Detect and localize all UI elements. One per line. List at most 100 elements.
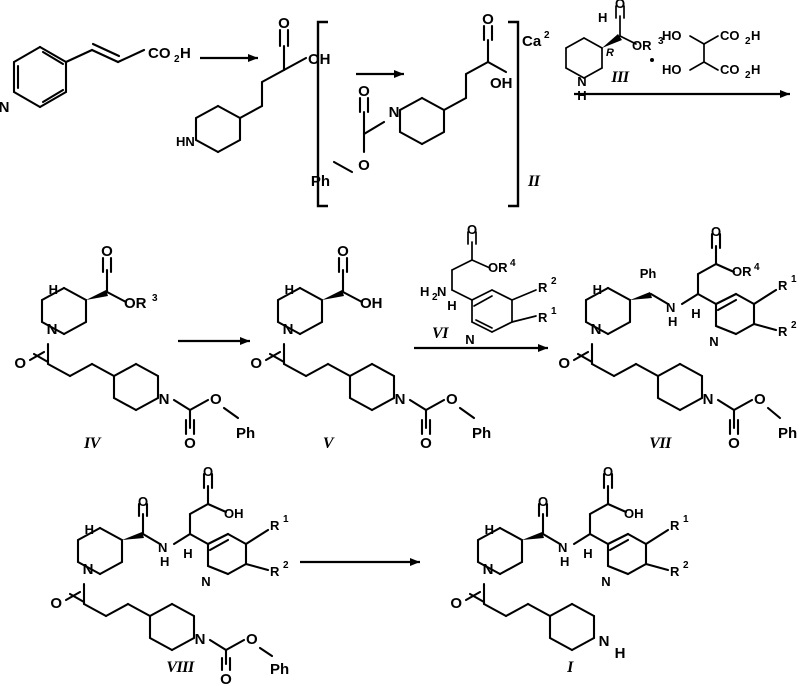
atom-label-H-tartrate-bot: H [751, 62, 760, 77]
atom-label-R1-VIII: R [270, 518, 280, 533]
atom-label-OR3-IV: OR [124, 295, 147, 312]
atom-sup-2-VIII: 2 [283, 560, 289, 571]
atom-label-O-ester-VII: O [711, 224, 721, 239]
atom-label-OR4-VI: OR [488, 260, 508, 275]
reaction-arrow-2 [356, 70, 404, 78]
atom-label-H-piperidine-I: H [615, 645, 626, 662]
atom-sup-2-VII: 2 [791, 320, 797, 331]
atom-sup-1-VII: 1 [791, 274, 797, 285]
atom-label-N-upper-IV: N [47, 321, 58, 338]
atom-sub-2-tartrate-top: 2 [745, 36, 751, 47]
atom-label-Ca-charge: 2 [544, 30, 550, 41]
atom-label-R2-I: R [670, 564, 680, 579]
atom-label-H-stereo-III: H [598, 10, 607, 25]
atom-label-Ph-VII: Ph [778, 425, 797, 442]
atom-label-R2-VI: R [538, 280, 548, 295]
atom-label-N-amine-VI: N [437, 284, 446, 299]
atom-label-R1-I: R [670, 518, 680, 533]
atom-label-N-upper-VIII: N [83, 561, 94, 578]
salt-dot-III [650, 58, 654, 62]
atom-label-N-amide-I: N [558, 540, 567, 555]
atom-label-R1-VI: R [538, 310, 548, 325]
reaction-arrow-6 [300, 558, 420, 566]
atom-label-R2-VII: R [778, 324, 788, 339]
atom-label-N-lower-IV: N [159, 391, 170, 408]
atom-label-H-stereo-VIII: H [85, 522, 94, 537]
structure-compound-VIII: N H O N H H O OH N R 1 R 2 [50, 464, 289, 686]
atom-label-Ph-amide-VII: Ph [640, 266, 657, 281]
atom-label-O-carbonyl-II: O [482, 11, 494, 28]
atom-label-O-benzyl-V: O [446, 391, 458, 408]
atom-label-Ph-V: Ph [472, 425, 491, 442]
atom-label-N-amide-VIII: N [158, 540, 167, 555]
reagent-label-VI: VI [432, 325, 449, 342]
atom-label-N-upper-V: N [283, 321, 294, 338]
atom-label-N-pyridine-I: N [601, 574, 610, 589]
atom-label-O-amide-carbonyl-VIII: O [138, 494, 148, 509]
atom-label-N-lower-V: N [395, 391, 406, 408]
atom-label-O-amide-lower-I: O [450, 595, 462, 612]
atom-label-O-amide-carbonyl-I: O [538, 494, 548, 509]
atom-label-CO2H-start: CO [148, 45, 171, 62]
reaction-arrow-3: III [574, 69, 790, 98]
atom-label-O-amide-lower-VIII: O [50, 595, 62, 612]
atom-sup-2-I: 2 [683, 560, 689, 571]
reagent-VI: N R 2 R 1 H 2 N H O OR 4 [420, 222, 557, 347]
atom-label-O-cbz-VII: O [728, 435, 740, 452]
atom-label-N-piperidine-I: N [599, 633, 610, 650]
atom-label-H-stereo-V: H [285, 282, 294, 297]
atom-label-O-carbonyl: O [278, 15, 290, 32]
atom-label-H2N-VI: H [420, 284, 429, 299]
atom-label-HN: HN [176, 134, 195, 149]
compound-label-VII: VII [649, 435, 672, 452]
atom-label-OH-II: OH [490, 75, 513, 92]
atom-label-O-ester-IV: O [101, 243, 113, 260]
structure-compound-II: Ca 2 N O OH O O Ph II [311, 11, 550, 208]
atom-label-N-lower-VIII: N [195, 631, 206, 648]
atom-label-N-lower-VII: N [703, 391, 714, 408]
compound-label-I: I [566, 659, 574, 676]
atom-label-N: N [0, 99, 9, 116]
atom-label-HO-tartrate-top: HO [662, 28, 682, 43]
compound-label-IV: IV [83, 435, 102, 452]
atom-sup-2-VI: 2 [551, 276, 557, 287]
atom-label-O-benzyl-VII: O [754, 391, 766, 408]
atom-label-O-acid-VIII: O [203, 464, 213, 479]
atom-label-OH: OH [308, 51, 331, 68]
atom-sub-2-amine-VI: 2 [432, 292, 438, 303]
atom-label-N-pyridine-VIII: N [201, 574, 210, 589]
atom-label-CO2H-tartrate-top: CO [720, 28, 740, 43]
atom-sup-1-VI: 1 [551, 306, 557, 317]
atom-label-H-stereo-IV: H [49, 282, 58, 297]
atom-label-H-tartrate-top: H [751, 28, 760, 43]
reagent-label-III: III [610, 69, 629, 86]
atom-label-Ph-II: Ph [311, 173, 330, 190]
atom-label-N-amide-VII: N [666, 300, 675, 315]
atom-sup-4-VI: 4 [510, 258, 516, 269]
atom-label-O-amide-VII: O [558, 355, 570, 372]
atom-label-O-amide-V: O [250, 355, 262, 372]
atom-label-H-amide-VIII: H [160, 554, 169, 569]
atom-label-O-benzyl-VIII: O [246, 631, 258, 648]
atom-label-R2-VIII: R [270, 564, 280, 579]
atom-sup-3-reagent: 3 [658, 36, 664, 47]
atom-sup-1-I: 1 [683, 514, 689, 525]
atom-label-N-pyridine-VII: N [709, 334, 718, 349]
atom-label-O-reagent-III: O [615, 0, 625, 11]
atom-label-H-reagent-III: H [577, 88, 586, 103]
atom-label-H-center-VII: H [691, 306, 700, 321]
atom-label-Ph-VIII: Ph [270, 661, 289, 678]
atom-label-O-acid-I: O [603, 464, 613, 479]
atom-label-O-ester-VI: O [467, 222, 477, 237]
atom-label-CO2H-tartrate-bot: CO [720, 62, 740, 77]
atom-label-OH-V: OH [360, 295, 383, 312]
atom-label-N-piperidine-II: N [389, 104, 400, 121]
atom-label-H-center-VIII: H [183, 546, 192, 561]
reagent-III: N H H R O OR 3 HO CO 2 H HO CO 2 H [565, 0, 760, 103]
atom-sup-4-VII: 4 [754, 262, 760, 273]
atom-label-Ca: Ca [522, 33, 542, 50]
atom-label-O-cbz-IV: O [184, 435, 196, 452]
atom-label-HO-tartrate-bot: HO [662, 62, 682, 77]
atom-label-H: H [180, 45, 191, 62]
